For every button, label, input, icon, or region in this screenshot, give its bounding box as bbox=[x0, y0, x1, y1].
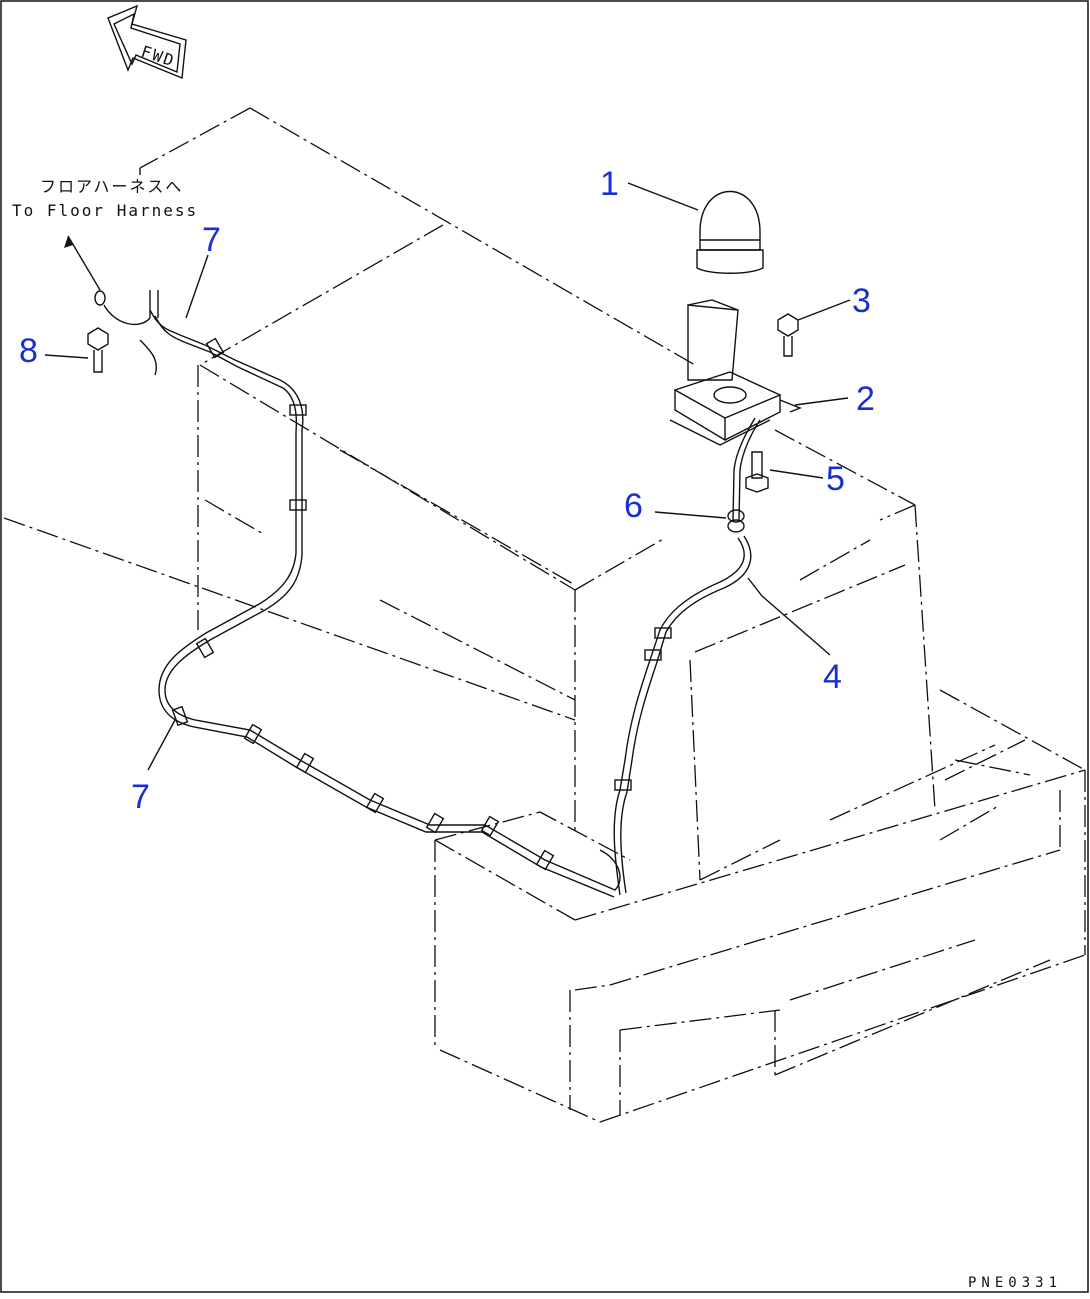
floor-harness-note-en: To Floor Harness bbox=[12, 201, 198, 220]
bracket-icon bbox=[669, 299, 802, 446]
forward-arrow-icon: FWD bbox=[107, 4, 187, 80]
callout-7-bottom: 7 bbox=[131, 778, 150, 816]
bolt-3-icon bbox=[777, 313, 799, 357]
callout-2: 2 bbox=[856, 380, 875, 418]
bolt-5-icon bbox=[745, 451, 769, 493]
wire-harness bbox=[94, 290, 761, 898]
front-housing-outline bbox=[434, 769, 1086, 1123]
callout-leaders bbox=[44, 182, 851, 771]
callout-6: 6 bbox=[624, 487, 643, 525]
callout-8: 8 bbox=[19, 332, 38, 370]
callout-5: 5 bbox=[826, 460, 845, 498]
cab-roof-outline bbox=[3, 107, 1086, 955]
rotating-lamp-icon bbox=[696, 191, 764, 274]
callout-4: 4 bbox=[823, 658, 842, 696]
floor-harness-note-jp: フロアハーネスへ bbox=[40, 177, 183, 196]
bolt-8-icon bbox=[87, 327, 109, 373]
callout-7-top: 7 bbox=[202, 221, 221, 259]
callout-3: 3 bbox=[852, 282, 871, 320]
callout-1: 1 bbox=[600, 165, 619, 203]
fwd-text: FWD bbox=[139, 42, 178, 71]
drawing-code: PNE0331 bbox=[968, 1275, 1062, 1291]
grommet-6-icon bbox=[727, 509, 745, 533]
floor-harness-arrow bbox=[64, 168, 141, 291]
